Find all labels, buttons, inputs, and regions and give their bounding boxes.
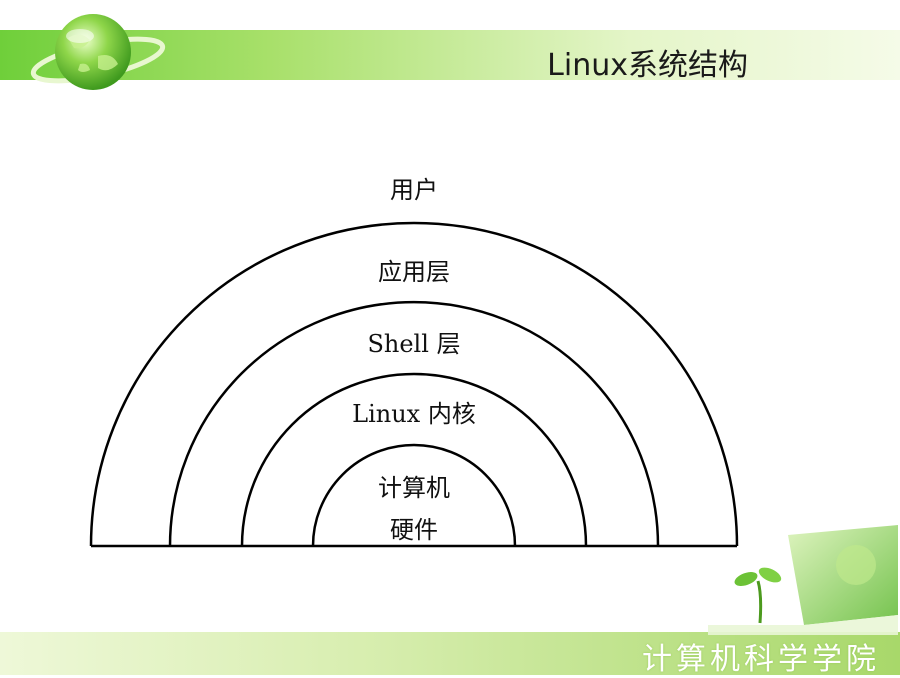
- arc-shell-layer: [168, 300, 660, 547]
- arc-hardware: [311, 443, 517, 547]
- label-hardware-line1: 计算机: [378, 474, 450, 502]
- label-user: 用户: [390, 176, 438, 204]
- label-hardware-line2: 硬件: [390, 516, 438, 544]
- laptop-plant-decoration-icon: [708, 525, 898, 635]
- arc-application-layer: [89, 221, 739, 547]
- label-shell-layer: Shell 层: [367, 330, 460, 358]
- label-linux-kernel: Linux 内核: [352, 400, 476, 428]
- footer-band: [0, 632, 900, 675]
- globe-logo-icon: [30, 14, 166, 90]
- arc-linux-kernel: [240, 372, 588, 547]
- slide-title: Linux系统结构: [547, 48, 748, 83]
- footer-school-name: 计算机科学学院: [642, 642, 880, 677]
- label-application-layer: 应用层: [378, 258, 450, 286]
